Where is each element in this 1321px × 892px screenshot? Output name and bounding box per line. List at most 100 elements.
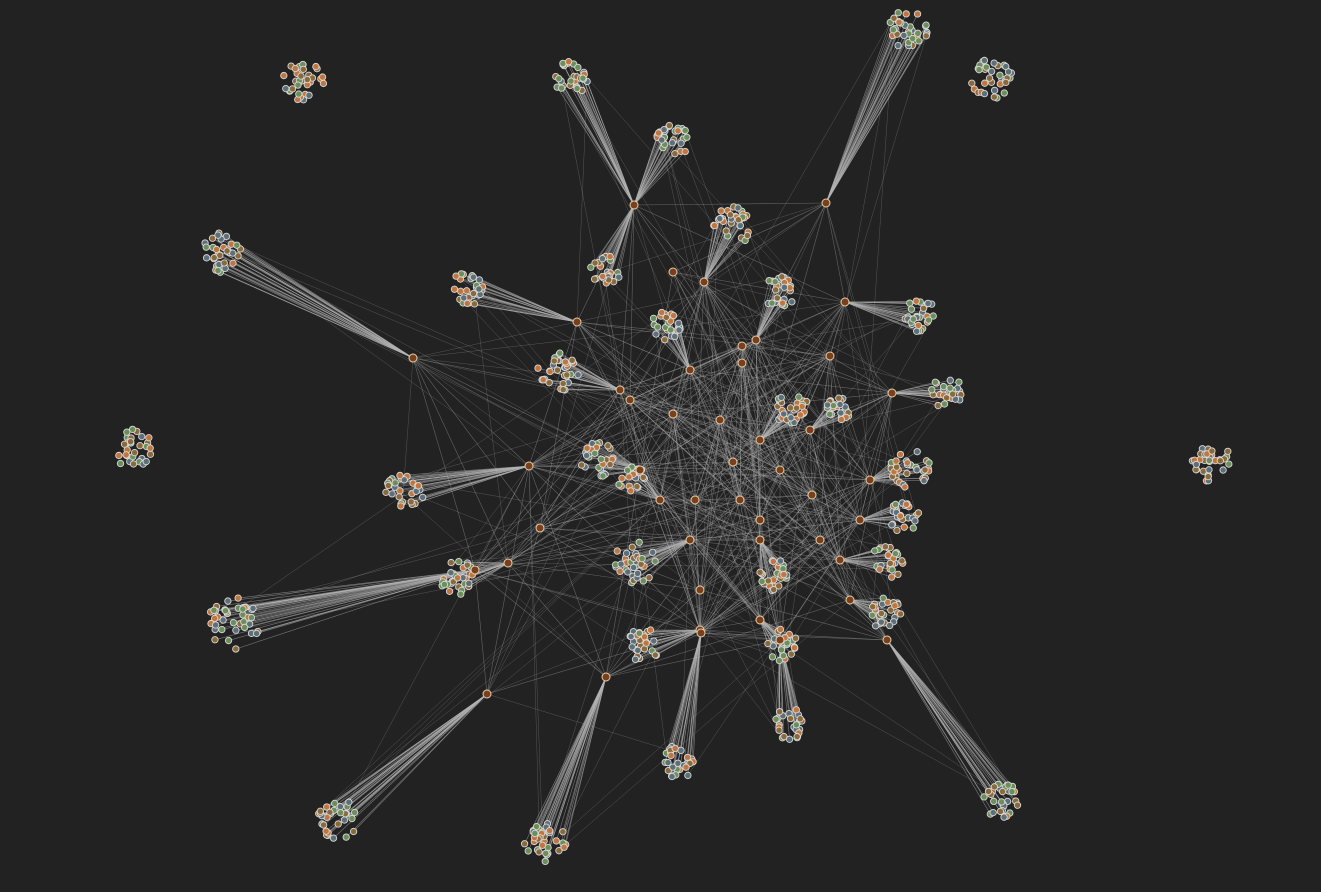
- avatar-node[interactable]: [1216, 457, 1224, 465]
- avatar-node[interactable]: [561, 358, 570, 366]
- avatar-node[interactable]: [567, 77, 575, 85]
- avatar-node[interactable]: [633, 569, 642, 578]
- avatar-node[interactable]: [638, 554, 646, 563]
- avatar-node[interactable]: [793, 732, 801, 741]
- avatar-node[interactable]: [138, 432, 146, 441]
- avatar-node[interactable]: [606, 460, 614, 469]
- avatar-node[interactable]: [239, 605, 247, 613]
- avatar-node[interactable]: [892, 457, 900, 465]
- avatar-node[interactable]: [218, 625, 226, 634]
- avatar-node[interactable]: [123, 428, 131, 436]
- hub-node[interactable]: [737, 358, 747, 368]
- avatar-node[interactable]: [550, 357, 558, 365]
- node-cluster[interactable]: [774, 393, 811, 427]
- avatar-node[interactable]: [645, 574, 653, 582]
- avatar-node[interactable]: [920, 477, 928, 485]
- avatar-node[interactable]: [682, 763, 690, 771]
- hub-node[interactable]: [470, 565, 480, 575]
- avatar-node[interactable]: [418, 493, 427, 502]
- node-cluster[interactable]: [206, 594, 262, 653]
- avatar-node[interactable]: [675, 319, 683, 327]
- node-cluster[interactable]: [868, 594, 905, 630]
- avatar-node[interactable]: [564, 57, 573, 66]
- avatar-node[interactable]: [524, 847, 532, 855]
- avatar-node[interactable]: [305, 91, 313, 99]
- avatar-node[interactable]: [249, 604, 257, 613]
- avatar-node[interactable]: [652, 330, 660, 338]
- avatar-node[interactable]: [1225, 460, 1233, 468]
- avatar-node[interactable]: [639, 577, 648, 585]
- hub-node[interactable]: [845, 595, 855, 605]
- avatar-node[interactable]: [232, 626, 240, 634]
- hub-node[interactable]: [699, 277, 709, 287]
- avatar-node[interactable]: [631, 655, 640, 663]
- hub-node[interactable]: [755, 435, 765, 445]
- avatar-node[interactable]: [683, 133, 691, 141]
- avatar-node[interactable]: [211, 636, 219, 644]
- avatar-node[interactable]: [946, 376, 954, 384]
- node-cluster[interactable]: [968, 56, 1015, 102]
- avatar-node[interactable]: [909, 524, 917, 532]
- avatar-node[interactable]: [303, 75, 311, 84]
- avatar-node[interactable]: [623, 466, 632, 475]
- avatar-node[interactable]: [908, 34, 917, 43]
- hub-node[interactable]: [775, 635, 785, 645]
- avatar-node[interactable]: [734, 216, 743, 224]
- avatar-node[interactable]: [1204, 472, 1212, 481]
- avatar-node[interactable]: [582, 451, 591, 460]
- avatar-node[interactable]: [661, 336, 669, 344]
- avatar-node[interactable]: [669, 763, 677, 771]
- avatar-node[interactable]: [671, 332, 679, 341]
- avatar-node[interactable]: [598, 254, 607, 263]
- avatar-node[interactable]: [633, 482, 641, 491]
- avatar-node[interactable]: [913, 10, 922, 18]
- avatar-node[interactable]: [911, 517, 919, 525]
- avatar-node[interactable]: [591, 449, 599, 457]
- avatar-node[interactable]: [563, 371, 571, 379]
- avatar-node[interactable]: [787, 650, 795, 658]
- avatar-node[interactable]: [546, 367, 554, 376]
- hub-node[interactable]: [735, 495, 745, 505]
- avatar-node[interactable]: [894, 570, 902, 579]
- node-cluster[interactable]: [756, 557, 791, 595]
- avatar-node[interactable]: [1013, 801, 1022, 809]
- node-cluster[interactable]: [772, 706, 806, 743]
- avatar-node[interactable]: [726, 211, 735, 219]
- avatar-node[interactable]: [668, 772, 676, 781]
- avatar-node[interactable]: [146, 444, 154, 452]
- avatar-node[interactable]: [382, 488, 390, 496]
- avatar-node[interactable]: [769, 557, 777, 566]
- avatar-node[interactable]: [968, 79, 976, 87]
- avatar-node[interactable]: [885, 621, 894, 630]
- hub-node[interactable]: [535, 523, 545, 533]
- avatar-node[interactable]: [823, 401, 832, 409]
- avatar-node[interactable]: [577, 461, 586, 469]
- hub-node[interactable]: [775, 465, 785, 475]
- avatar-node[interactable]: [710, 221, 719, 230]
- avatar-node[interactable]: [768, 299, 776, 307]
- avatar-node[interactable]: [291, 64, 299, 73]
- hub-node[interactable]: [755, 515, 765, 525]
- avatar-node[interactable]: [779, 652, 788, 660]
- avatar-node[interactable]: [587, 263, 595, 271]
- avatar-node[interactable]: [297, 72, 305, 80]
- avatar-node[interactable]: [534, 364, 542, 372]
- avatar-node[interactable]: [447, 569, 455, 577]
- avatar-node[interactable]: [520, 840, 529, 848]
- avatar-node[interactable]: [635, 538, 643, 546]
- hub-node[interactable]: [882, 635, 892, 645]
- avatar-node[interactable]: [780, 283, 789, 291]
- avatar-node[interactable]: [891, 549, 900, 558]
- avatar-node[interactable]: [280, 71, 288, 80]
- avatar-node[interactable]: [785, 735, 794, 743]
- node-cluster[interactable]: [888, 499, 923, 535]
- avatar-node[interactable]: [574, 371, 582, 379]
- avatar-node[interactable]: [835, 394, 843, 402]
- avatar-node[interactable]: [888, 573, 896, 581]
- avatar-node[interactable]: [796, 411, 805, 419]
- avatar-node[interactable]: [649, 548, 657, 556]
- avatar-node[interactable]: [716, 215, 724, 223]
- avatar-node[interactable]: [397, 502, 405, 510]
- avatar-node[interactable]: [232, 645, 240, 653]
